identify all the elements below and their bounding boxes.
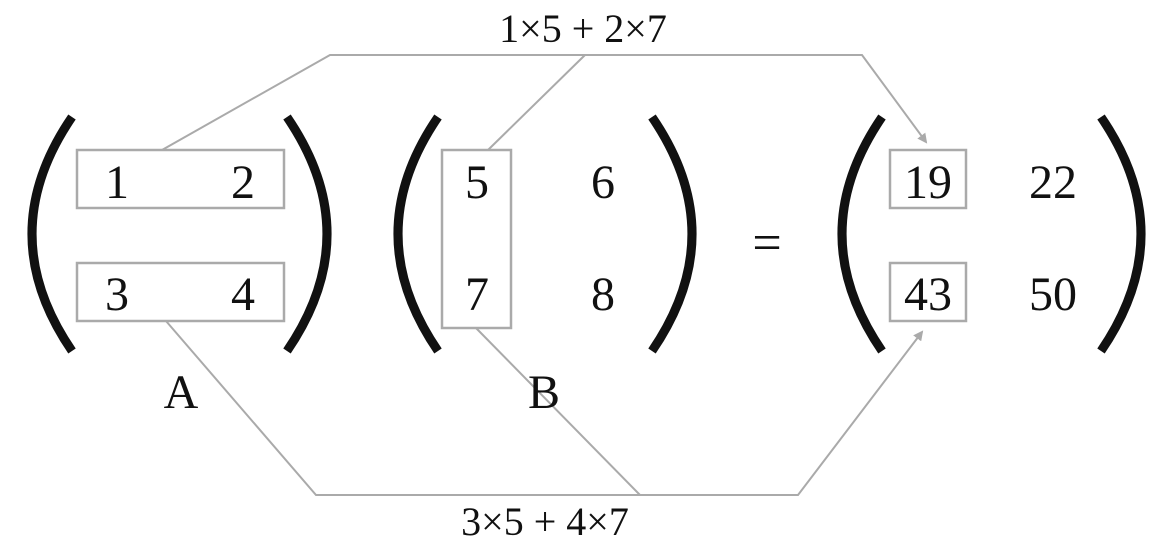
matrix-a-cell-1-2: 2 <box>231 156 255 209</box>
matrix-b-cell-2-2: 8 <box>591 268 615 321</box>
result-left-paren <box>837 114 886 354</box>
matrix-b-cell-1-1: 5 <box>465 156 489 209</box>
matrix-a-cell-2-2: 4 <box>231 268 255 321</box>
matrix-a-row-2-highlight <box>75 261 286 323</box>
matrix-b-cell-2-1: 7 <box>465 268 489 321</box>
matrix-a-left-paren <box>27 114 76 354</box>
top-connector-col-b <box>487 54 586 151</box>
top-connector-row-a <box>161 54 928 151</box>
result-cell-1-1: 19 <box>904 156 952 209</box>
result-cell-2-1: 43 <box>904 268 952 321</box>
matrix-a-cell-2-1: 3 <box>105 268 129 321</box>
bottom-formula: 3×5 + 4×7 <box>461 499 629 544</box>
result-cell-1-1-highlight <box>888 148 968 210</box>
matrix-b-col-1-highlight <box>440 148 513 330</box>
matrix-a-row-1-highlight <box>75 148 286 210</box>
equals-sign: = <box>752 215 781 272</box>
matrix-b-cell-1-2: 6 <box>591 156 615 209</box>
matrix-b-right-paren <box>648 114 697 354</box>
top-formula: 1×5 + 2×7 <box>499 6 667 51</box>
bottom-connector-col-b <box>475 327 641 496</box>
bottom-connector-row-a <box>165 320 924 496</box>
matrix-a-right-paren <box>283 114 332 354</box>
matrix-a-label: A <box>164 366 199 419</box>
result-cell-2-2: 50 <box>1029 268 1077 321</box>
matrix-b-label: B <box>528 366 560 419</box>
result-cell-1-2: 22 <box>1029 156 1077 209</box>
result-cell-2-1-highlight <box>888 261 968 323</box>
matrix-b-left-paren <box>393 114 442 354</box>
matrix-a-cell-1-1: 1 <box>105 156 129 209</box>
result-right-paren <box>1097 114 1146 354</box>
